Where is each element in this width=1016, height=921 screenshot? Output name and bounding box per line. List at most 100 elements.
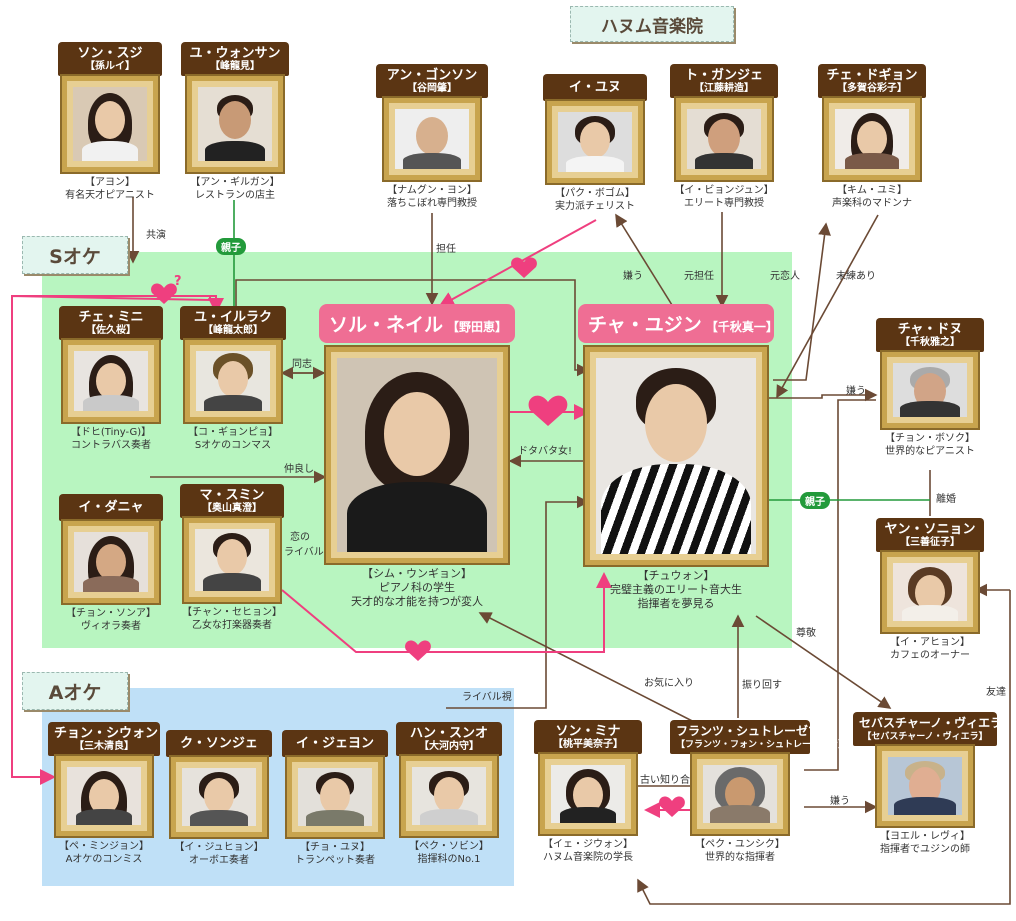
portrait-photo [395, 109, 469, 169]
name-plate: ク・ソンジェ [166, 730, 272, 757]
person-yu-wonsan: ユ・ウォンサン【峰龍見】 【アン・ギルガン】レストランの店主 [180, 42, 290, 202]
portrait-frame [61, 519, 161, 605]
portrait-frame [182, 516, 282, 604]
role-desc: 世界的なピアニスト [885, 446, 975, 457]
label-favorite: お気に入り [644, 678, 694, 689]
portrait-photo [298, 768, 372, 826]
person-name: チェ・ミニ [78, 310, 144, 325]
portrait-frame [54, 754, 154, 838]
portrait-frame [169, 755, 269, 839]
portrait-frame [690, 752, 790, 836]
person-sol-neil: ソル・ネイル【野田恵】 【シム・ウンギョン】ピアノ科の学生天才的な才能を持つが変… [314, 304, 520, 609]
caption: 【イ・ジュヒョン】オーボエ奏者 [164, 841, 274, 867]
person-i-danya: イ・ダニャ 【チョン・ソンア】ヴィオラ奏者 [56, 494, 166, 633]
portrait-frame [285, 755, 385, 839]
portrait-frame [324, 345, 510, 565]
role-name: 【イェ・ジウォン】 [543, 839, 633, 850]
lead-name-plate: チャ・ユジン【千秋真一】 [578, 304, 778, 343]
role-name: 【ヨエル・レヴィ】 [880, 831, 970, 842]
caption: 【チャン・セヒョン】乙女な打楽器奏者 [174, 606, 290, 632]
label-divorce: 離婚 [936, 494, 956, 505]
portrait-photo [893, 563, 967, 621]
role-name: 【チョン・ボソク】 [885, 433, 975, 444]
role-name: 【ペク・ユンシク】 [695, 839, 785, 850]
caption: 【コ・ギョンピョ】 Sオケのコンマス [178, 426, 288, 452]
role-name: 【コ・ギョンピョ】 [188, 427, 278, 438]
role-desc-2: 指揮者を夢見る [637, 597, 715, 610]
portrait-photo [835, 109, 909, 169]
actor-name: 【フランツ・フォン・シュトレーゼマン】 [676, 740, 848, 750]
person-name: ユ・ウォンサン [189, 46, 281, 61]
person-sebastiano: セバスチャーノ・ヴィエラ【セバスチャーノ・ヴィエラ】 【ヨエル・レヴィ】指揮者で… [850, 712, 1002, 856]
person-name: ソン・ミナ [555, 724, 621, 739]
portrait-photo [337, 358, 497, 552]
label-former-advisor: 元担任 [684, 271, 714, 282]
name-plate: ユ・イルラク【峰龍太郎】 [180, 306, 286, 340]
line-dislikes-father [768, 388, 878, 402]
portrait-frame [61, 338, 161, 424]
person-name: ソル・ネイル [329, 314, 444, 336]
name-plate: イ・ダニャ [59, 494, 163, 521]
caption: 【イ・アヒョン】カフェのオーナー [874, 636, 986, 662]
name-plate: マ・スミン【奥山真澄】 [180, 484, 284, 518]
role-name: 【アン・ギルガン】 [190, 177, 280, 188]
role-name: 【チョ・ユヌ】 [300, 842, 370, 853]
role-name: 【イ・ビョンジュン】 [674, 185, 774, 196]
caption: 【イェ・ジウォン】ハヌム音楽院の学長 [530, 838, 646, 864]
role-desc: 声楽科のマドンナ [832, 198, 912, 209]
person-che-dogyon: チェ・ドギョン【多賀谷彩子】 【キム・ユミ】声楽科のマドンナ [816, 64, 928, 210]
person-han-suno: ハン・スンオ【大河内守】 【ペク・ソビン】指揮科のNo.1 [394, 722, 504, 866]
s-orchestra-label-text: Sオケ [49, 245, 101, 268]
portrait-photo [196, 351, 270, 411]
person-name: フランツ・シュトレーゼマン [676, 724, 833, 738]
portrait-frame [545, 99, 645, 185]
person-name: イ・ダニャ [78, 500, 144, 515]
actor-name: 【江藤耕造】 [694, 83, 754, 94]
portrait-frame [583, 345, 769, 567]
person-yu-illak: ユ・イルラク【峰龍太郎】 【コ・ギョンピョ】 Sオケのコンマス [178, 306, 288, 452]
label-question: ? [174, 274, 182, 289]
person-to-ganje: ト・ガンジェ【江藤耕造】 【イ・ビョンジュン】エリート専門教授 [668, 64, 780, 210]
person-cha-donu: チャ・ドヌ【千秋雅之】 【チョン・ボソク】世界的なピアニスト [874, 318, 986, 458]
school-title: ハヌム音楽院 [570, 6, 734, 42]
person-name: ト・ガンジェ [684, 68, 763, 83]
person-name: チョン・シウォン [54, 726, 159, 741]
person-cha-yujin: チャ・ユジン【千秋真一】 【チュウォン】完璧主義のエリート音大生指揮者を夢見る [576, 304, 778, 611]
caption: 【アヨン】有名天才ピアニスト [55, 176, 165, 202]
portrait-photo [67, 767, 141, 825]
line-franz-dislike-donu [804, 399, 876, 771]
portrait-photo [687, 109, 761, 169]
person-name: ソン・スジ [77, 46, 143, 61]
portrait-photo [558, 112, 632, 172]
name-plate: チョン・シウォン【三木清良】 [48, 722, 160, 756]
name-plate: ト・ガンジェ【江藤耕造】 [670, 64, 778, 98]
line-favorite [478, 612, 711, 731]
role-name: 【シム・ウンギョン】 [362, 567, 472, 580]
role-name: 【ナムグン・ヨン】 [387, 185, 477, 196]
caption: 【ペク・ソビン】指揮科のNo.1 [394, 840, 504, 866]
label-clumsy: ドタバタ女! [518, 446, 573, 457]
role-desc: Sオケのコンマス [194, 440, 272, 451]
portrait-photo [182, 768, 256, 826]
person-ku-sonje: ク・ソンジェ 【イ・ジュヒョン】オーボエ奏者 [164, 730, 274, 867]
heart-icon [511, 257, 537, 278]
line-dislikes-yuno [615, 213, 673, 306]
role-desc: Aオケのコンミス [65, 854, 143, 865]
person-name: ハン・スンオ [409, 726, 488, 741]
actor-name: 【三木清良】 [74, 741, 134, 752]
portrait-frame [185, 74, 285, 174]
person-name: チャ・ドヌ [897, 322, 963, 337]
caption: 【シム・ウンギョン】ピアノ科の学生天才的な才能を持つが変人 [314, 567, 520, 609]
role-name: 【イ・ジュヒョン】 [174, 842, 264, 853]
role-desc: 実力派チェリスト [555, 201, 635, 212]
label-ex-lover: 元恋人 [770, 271, 800, 282]
role-desc: 乙女な打楽器奏者 [192, 620, 272, 631]
label-old-acq: 古い知り合い [640, 775, 700, 786]
heart-icon [405, 640, 431, 661]
role-name: 【ペ・ミンジョン】 [59, 841, 149, 852]
label-costar: 共演 [146, 230, 166, 241]
caption: 【チョン・ボソク】世界的なピアニスト [874, 432, 986, 458]
caption: 【ヨエル・レヴィ】指揮者でユジンの師 [850, 830, 1000, 856]
role-name: 【チャン・セヒョン】 [182, 607, 282, 618]
